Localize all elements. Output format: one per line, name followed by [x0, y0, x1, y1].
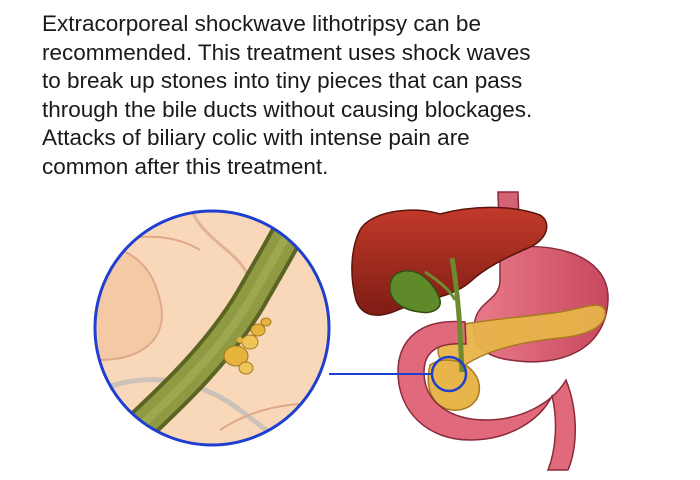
magnified-view: [95, 211, 329, 445]
gallbladder: [389, 270, 441, 314]
caption-line: Extracorporeal shockwave lithotripsy can…: [42, 11, 481, 36]
stone-fragments: [223, 317, 272, 375]
caption-line: to break up stones into tiny pieces that…: [42, 68, 523, 94]
caption-line: through the bile ducts without causing b…: [42, 96, 533, 122]
caption-line: common after this treatment.: [42, 153, 329, 179]
caption-line: recommended. This treatment uses shock w…: [42, 39, 531, 65]
caption-line: Attacks of biliary colic with intense pa…: [42, 125, 470, 151]
duodenum: [397, 320, 576, 471]
hepatic-duct: [424, 270, 457, 301]
pancreas: [437, 304, 606, 368]
article-caption: Extracorporeal shockwave lithotripsy can…: [42, 10, 682, 182]
magnifier-ring: [93, 209, 331, 447]
bile-duct: [449, 257, 465, 373]
